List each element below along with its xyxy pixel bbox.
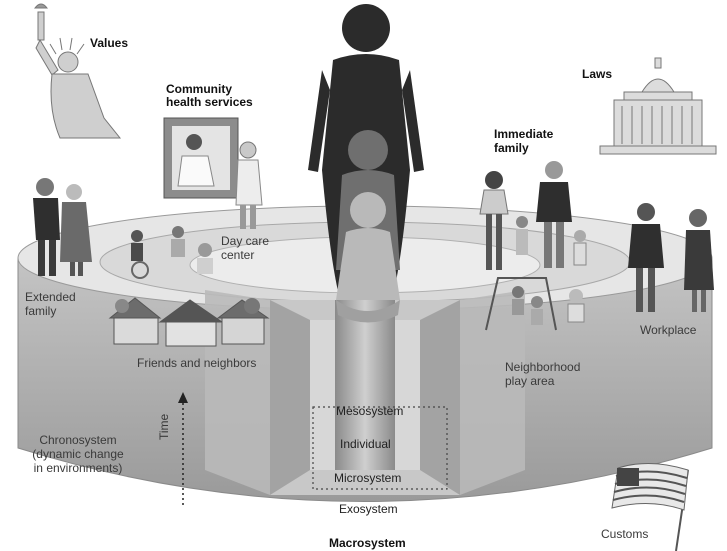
statue-of-liberty xyxy=(33,3,122,139)
label-individual: Individual xyxy=(340,437,391,451)
label-workplace: Workplace xyxy=(640,323,697,337)
label-time: Time xyxy=(157,413,171,440)
label-community-health-line1: Community xyxy=(166,82,232,96)
label-laws: Laws xyxy=(582,67,613,81)
time-arrow xyxy=(178,392,188,505)
label-day-care-line1: Day care xyxy=(221,234,270,248)
neighbor-houses xyxy=(108,297,270,347)
label-neighborhood-line2: play area xyxy=(505,374,555,388)
label-chronosystem-line3: in environments) xyxy=(33,461,123,475)
flag-icon xyxy=(611,462,689,551)
label-chronosystem-line2: (dynamic change xyxy=(32,447,124,461)
cutaway-wedge xyxy=(205,290,525,495)
label-day-care-line2: center xyxy=(221,248,255,262)
label-friends-neighbors: Friends and neighbors xyxy=(137,356,257,370)
label-immediate-family-line1: Immediate xyxy=(494,127,554,141)
label-mesosystem: Mesosystem xyxy=(336,404,404,418)
extended-family-people xyxy=(33,178,92,276)
label-customs: Customs xyxy=(601,527,649,541)
workplace-people xyxy=(628,203,714,312)
label-extended-family-line2: family xyxy=(25,304,57,318)
label-macrosystem: Macrosystem xyxy=(329,536,406,550)
community-health-picture xyxy=(163,117,263,229)
label-microsystem: Microsystem xyxy=(334,471,402,485)
label-community-health-line2: health services xyxy=(166,95,253,109)
label-exosystem: Exosystem xyxy=(339,502,398,516)
label-values: Values xyxy=(90,36,129,50)
label-extended-family-line1: Extended xyxy=(25,290,76,304)
label-neighborhood-line1: Neighborhood xyxy=(505,360,581,374)
playground-swing xyxy=(485,277,585,331)
label-chronosystem-line1: Chronosystem xyxy=(39,433,117,447)
capitol-building xyxy=(599,57,717,155)
mesosystem-box xyxy=(312,406,448,490)
central-individual-figures xyxy=(308,4,424,323)
label-immediate-family-line2: family xyxy=(494,141,529,155)
immediate-family-people xyxy=(479,161,587,270)
day-care-children xyxy=(131,226,213,279)
